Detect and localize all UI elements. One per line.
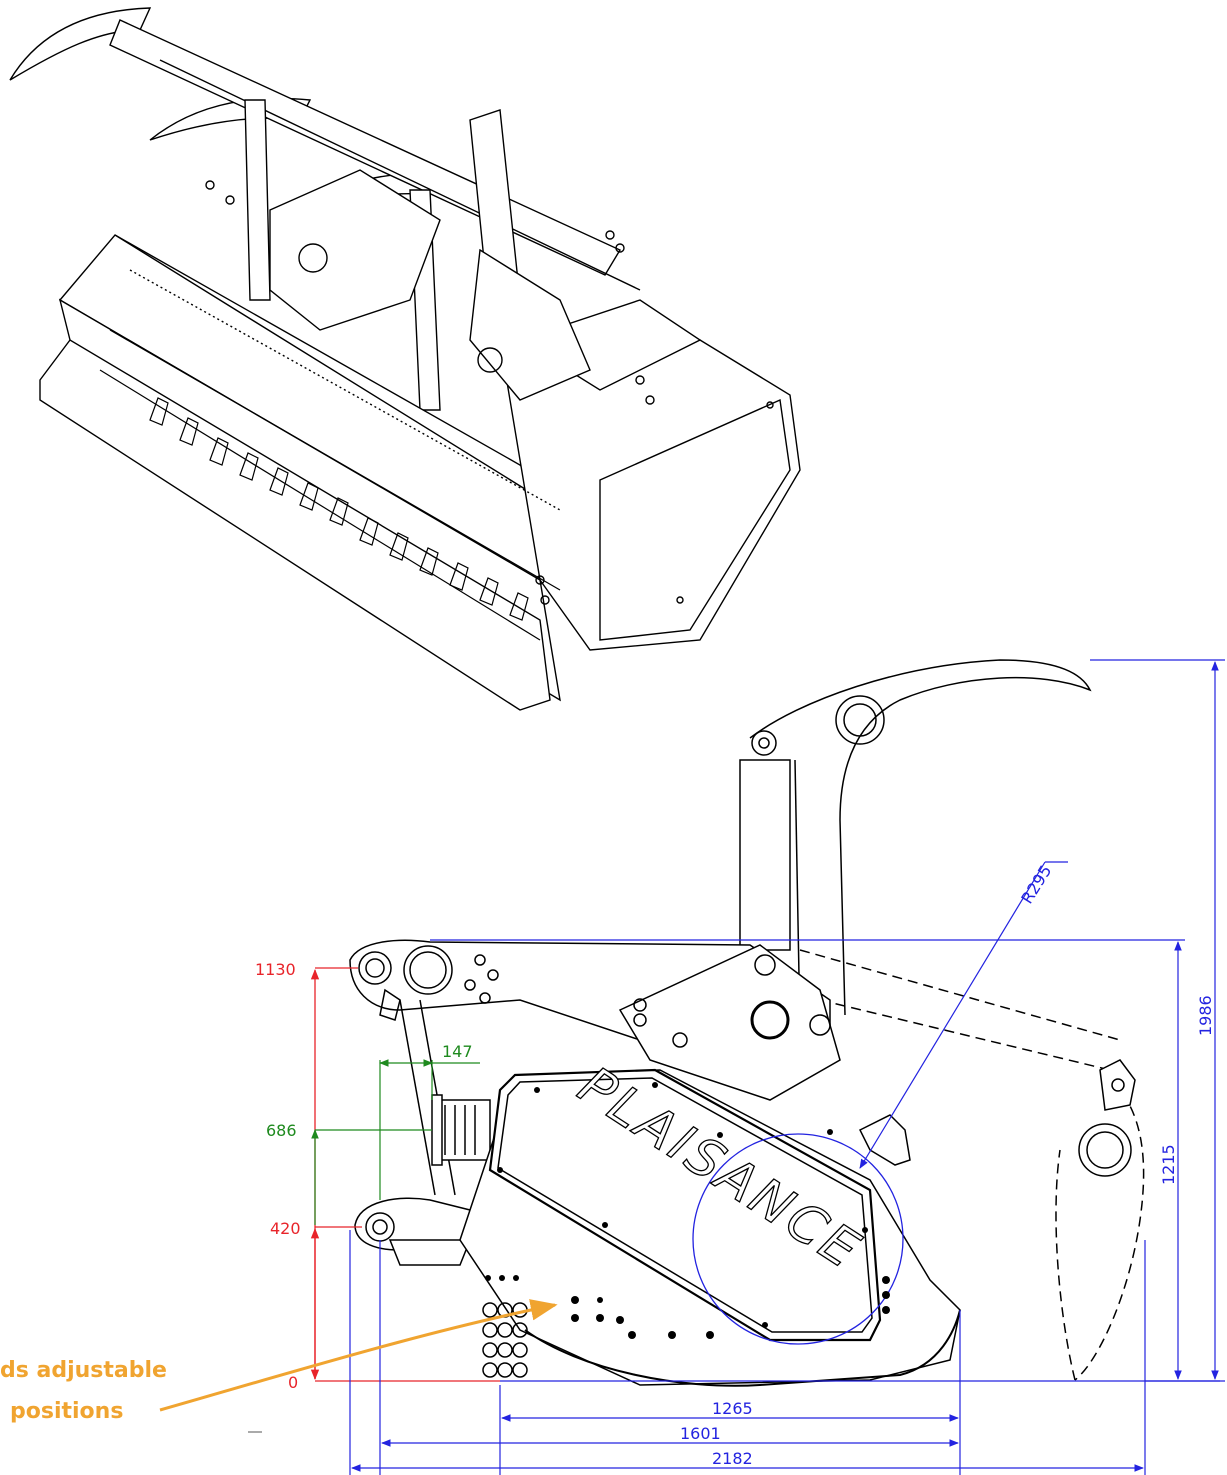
dim-1130: 1130: [255, 960, 296, 979]
dim-0: 0: [288, 1373, 298, 1392]
callout-arrow: [159, 1299, 558, 1412]
dim-1601: 1601: [680, 1424, 721, 1443]
dim-r295: R295: [1017, 862, 1055, 907]
dim-2182: 2182: [712, 1449, 753, 1468]
dim-1986: 1986: [1196, 995, 1215, 1036]
height-dimension-red: [310, 967, 500, 1382]
isometric-mulcher-view: [9, 7, 801, 711]
dim-420: 420: [270, 1219, 301, 1238]
green-dimensions: [311, 1059, 480, 1225]
dim-147: 147: [442, 1042, 473, 1061]
dim-1265: 1265: [712, 1399, 753, 1418]
callout-line-2: positions: [10, 1399, 123, 1424]
dim-1215: 1215: [1159, 1144, 1178, 1185]
blue-dimensions: [349, 659, 1225, 1475]
dim-686: 686: [266, 1121, 297, 1140]
side-view-mulcher: [349, 659, 1145, 1387]
callout-line-1: ds adjustable: [0, 1358, 167, 1383]
